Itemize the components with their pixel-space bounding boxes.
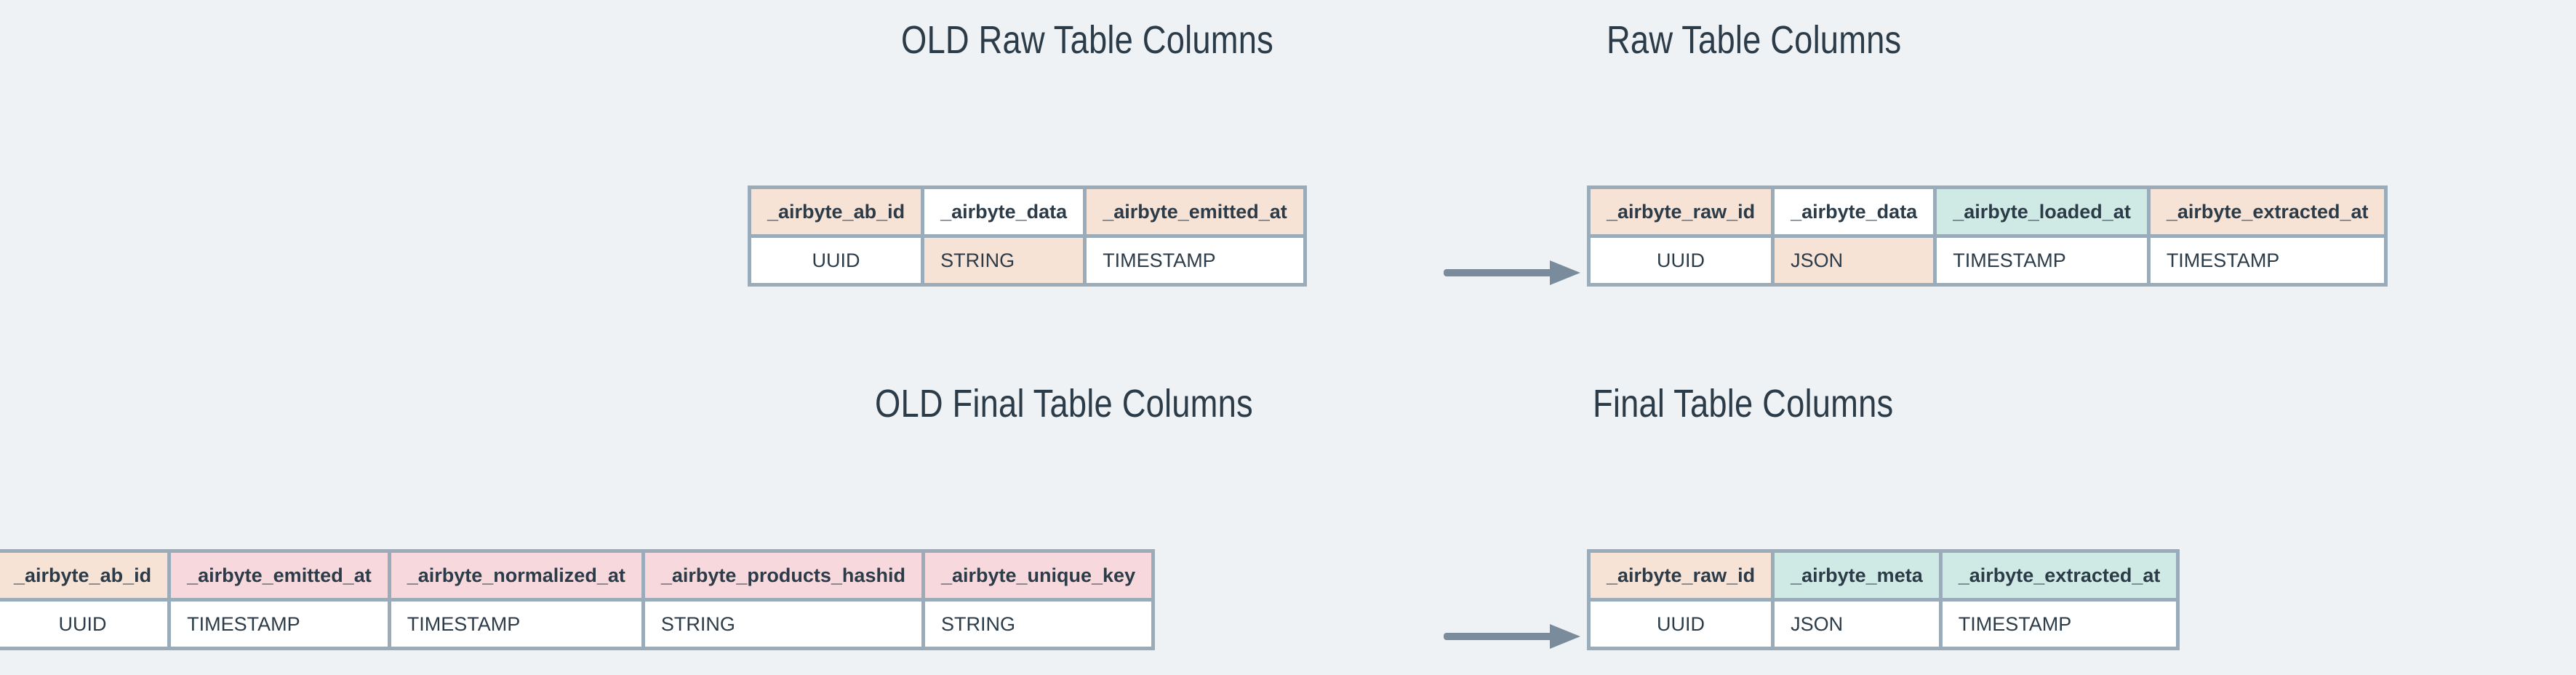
column-header-cell: _airbyte_normalized_at xyxy=(387,549,645,602)
table-old-final-columns: _airbyte_ab_id_airbyte_emitted_at_airbyt… xyxy=(0,549,1156,650)
table-final-columns: _airbyte_raw_id_airbyte_meta_airbyte_ext… xyxy=(1586,549,2180,650)
column-header-cell: _airbyte_extracted_at xyxy=(1938,549,2180,602)
column-header-cell: _airbyte_raw_id xyxy=(1586,549,1775,602)
column-type-cell: TIMESTAMP xyxy=(1933,234,2151,287)
column-header-cell: _airbyte_ab_id xyxy=(747,185,925,238)
table-old-raw-columns: _airbyte_ab_id_airbyte_data_airbyte_emit… xyxy=(747,185,1307,287)
column-type-cell: STRING xyxy=(921,598,1156,650)
table-header-row: _airbyte_raw_id_airbyte_data_airbyte_loa… xyxy=(1586,185,2388,238)
table-header-row: _airbyte_ab_id_airbyte_emitted_at_airbyt… xyxy=(0,549,1156,602)
column-header-cell: _airbyte_data xyxy=(1771,185,1937,238)
column-type-cell: UUID xyxy=(1586,234,1775,287)
column-header-cell: _airbyte_emitted_at xyxy=(1083,185,1307,238)
column-header-cell: _airbyte_raw_id xyxy=(1586,185,1775,238)
page-title-old-final-table: OLD Final Table Columns xyxy=(875,382,1253,426)
column-type-cell: STRING xyxy=(921,234,1087,287)
column-header-cell: _airbyte_loaded_at xyxy=(1933,185,2151,238)
column-type-cell: TIMESTAMP xyxy=(167,598,391,650)
column-type-cell: UUID xyxy=(747,234,925,287)
column-header-cell: _airbyte_unique_key xyxy=(921,549,1156,602)
column-header-cell: _airbyte_data xyxy=(921,185,1087,238)
arrow-right-icon-top xyxy=(1444,256,1586,289)
page-title-raw-table: Raw Table Columns xyxy=(1607,18,1902,62)
column-header-cell: _airbyte_meta xyxy=(1771,549,1943,602)
column-type-cell: JSON xyxy=(1771,234,1937,287)
table-header-row: _airbyte_ab_id_airbyte_data_airbyte_emit… xyxy=(747,185,1307,238)
column-type-cell: JSON xyxy=(1771,598,1943,650)
column-type-cell: STRING xyxy=(641,598,925,650)
page-title-final-table: Final Table Columns xyxy=(1593,382,1894,426)
column-type-cell: UUID xyxy=(0,598,172,650)
column-header-cell: _airbyte_extracted_at xyxy=(2146,185,2388,238)
page-title-old-raw-table: OLD Raw Table Columns xyxy=(901,18,1273,62)
column-type-cell: TIMESTAMP xyxy=(1083,234,1307,287)
arrow-right-icon-bottom xyxy=(1444,620,1586,653)
column-header-cell: _airbyte_emitted_at xyxy=(167,549,391,602)
column-header-cell: _airbyte_ab_id xyxy=(0,549,172,602)
column-type-cell: TIMESTAMP xyxy=(2146,234,2388,287)
table-header-row: _airbyte_raw_id_airbyte_meta_airbyte_ext… xyxy=(1586,549,2180,602)
column-type-cell: TIMESTAMP xyxy=(387,598,645,650)
table-raw-columns: _airbyte_raw_id_airbyte_data_airbyte_loa… xyxy=(1586,185,2388,287)
column-type-cell: UUID xyxy=(1586,598,1775,650)
column-header-cell: _airbyte_products_hashid xyxy=(641,549,925,602)
column-type-cell: TIMESTAMP xyxy=(1938,598,2180,650)
